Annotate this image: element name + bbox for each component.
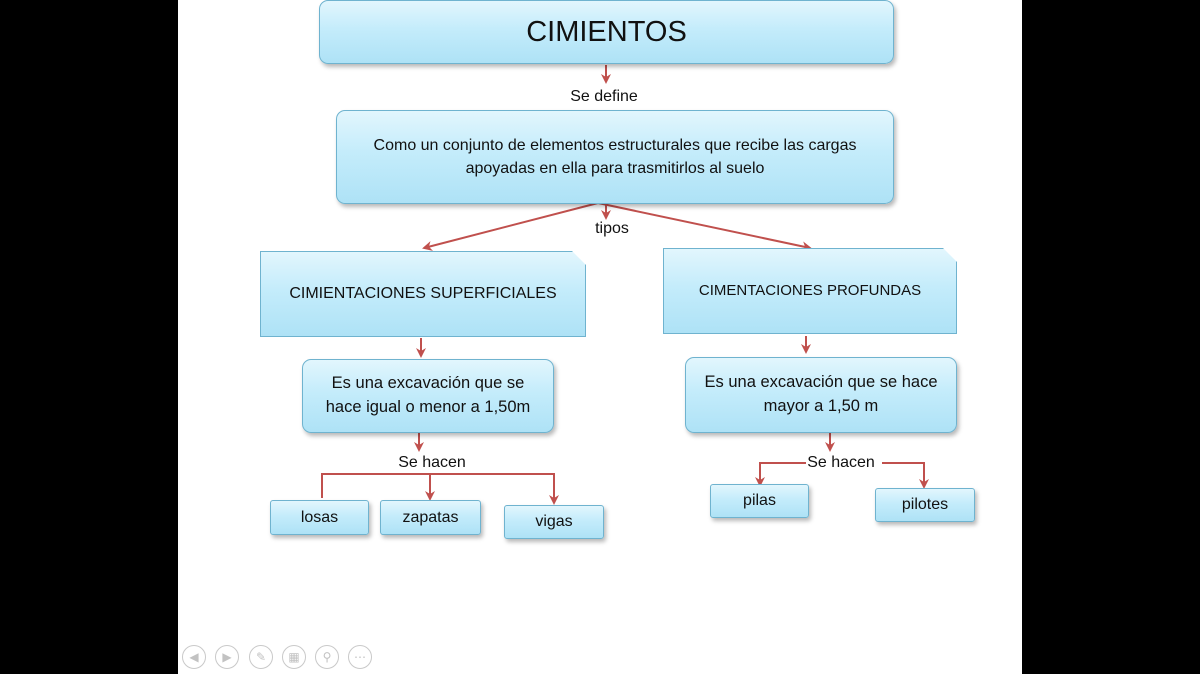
arrow-to-profundas xyxy=(597,202,812,252)
item-zapatas-label: zapatas xyxy=(402,508,459,526)
link-tipos: tipos xyxy=(595,220,629,238)
item-pilas-label: pilas xyxy=(743,492,776,510)
next-icon[interactable]: ▶ xyxy=(215,645,239,669)
slide-canvas: CIMIENTOS Se define Como un conjunto de … xyxy=(178,0,1022,674)
item-pilotes-label: pilotes xyxy=(901,496,949,514)
link-se-define: Se define xyxy=(570,88,638,106)
item-pilas: pilas xyxy=(710,484,809,518)
definition-text: Como un conjunto de elementos estructura… xyxy=(373,136,857,177)
slides-icon[interactable]: ▦ xyxy=(282,645,306,669)
item-zapatas: zapatas xyxy=(380,500,481,535)
profundas-box: CIMENTACIONES PROFUNDAS xyxy=(663,248,957,334)
title-text: CIMIENTOS xyxy=(526,15,687,48)
left-description-box: Es una excavación que se hace igual o me… xyxy=(302,359,554,433)
item-losas: losas xyxy=(270,500,369,535)
right-description-box: Es una excavación que se hace mayor a 1,… xyxy=(685,357,957,433)
item-vigas-label: vigas xyxy=(535,513,573,531)
superficiales-heading: CIMIENTACIONES SUPERFICIALES xyxy=(289,285,557,303)
superficiales-box: CIMIENTACIONES SUPERFICIALES xyxy=(260,251,586,337)
definition-box: Como un conjunto de elementos estructura… xyxy=(336,110,894,204)
more-icon[interactable]: ⋯ xyxy=(348,645,372,669)
previous-icon[interactable]: ◀ xyxy=(182,645,206,669)
branch-left-connector xyxy=(321,473,559,505)
profundas-heading: CIMENTACIONES PROFUNDAS xyxy=(698,282,922,300)
right-link-se-hacen: Se hacen xyxy=(807,454,875,472)
pen-icon[interactable]: ✎ xyxy=(249,645,273,669)
item-vigas: vigas xyxy=(504,505,604,539)
item-losas-label: losas xyxy=(300,508,339,526)
item-pilotes: pilotes xyxy=(875,488,975,522)
zoom-icon[interactable]: ⚲ xyxy=(315,645,339,669)
arrow-to-superficiales xyxy=(422,202,599,251)
left-link-se-hacen: Se hacen xyxy=(398,454,466,472)
connector-layer xyxy=(321,65,929,505)
branch-to-pilotes xyxy=(882,462,929,489)
branch-to-pilas xyxy=(755,462,806,487)
left-description-text: Es una excavación que se hace igual o me… xyxy=(325,374,531,416)
title-box: CIMIENTOS xyxy=(319,0,894,64)
right-description-text: Es una excavación que se hace mayor a 1,… xyxy=(704,373,938,415)
